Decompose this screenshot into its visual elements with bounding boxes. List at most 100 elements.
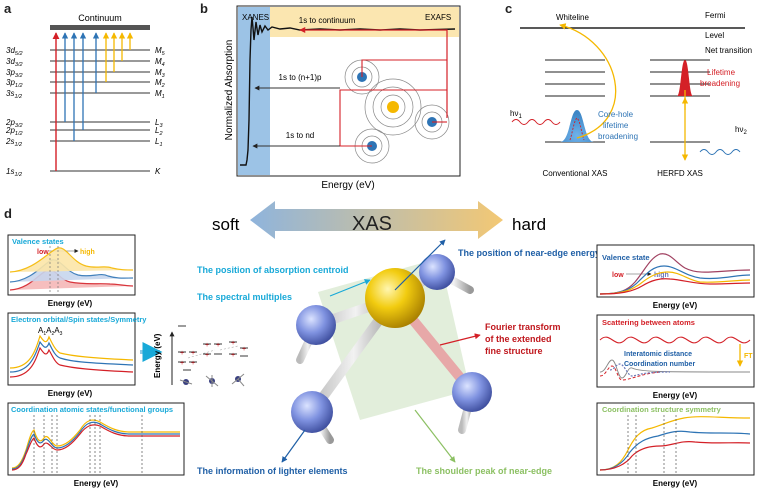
level-label-right: M2 xyxy=(155,78,165,89)
energy-axis-label: Energy (eV) xyxy=(48,299,93,308)
valence-r-curve-2 xyxy=(599,265,751,295)
hard-label: hard xyxy=(512,215,546,234)
scattering-plot xyxy=(596,314,755,388)
continuum-label: Continuum xyxy=(78,13,122,23)
xas-arrow xyxy=(250,201,503,239)
scatter-path xyxy=(339,89,447,147)
svg-text:+: + xyxy=(205,352,209,359)
panel-c: c Whiteline Fermi Level Net transition h… xyxy=(505,1,752,178)
conventional-label: Conventional XAS xyxy=(543,169,608,178)
centroid-label: The position of absorption centroid xyxy=(197,265,349,275)
a-labels: A1A2A3 xyxy=(38,326,63,337)
level-label-left: 2p1/2 xyxy=(5,126,23,137)
energy-axis-label: Energy (eV) xyxy=(74,479,119,488)
hv2-label: hν2 xyxy=(735,125,747,136)
panel-d-label: d xyxy=(4,206,12,221)
ft-curve-blue xyxy=(609,363,671,377)
corehole-line1: Core-hole xyxy=(598,110,634,119)
herfd-label: HERFD XAS xyxy=(657,169,703,178)
svg-text:+: + xyxy=(180,360,184,367)
scatter-path xyxy=(361,59,447,77)
orbital-curve-red xyxy=(9,346,134,378)
continuum-band xyxy=(50,25,150,30)
interatomic-label: Interatomic distance xyxy=(624,351,692,358)
low-label: low xyxy=(37,249,49,256)
panel-b-label: b xyxy=(200,1,208,16)
valence-r-curve-3 xyxy=(599,271,751,295)
orbital-levels xyxy=(178,325,248,371)
level-label-left: 3p1/2 xyxy=(6,78,23,89)
near-edge-label: The position of near-edge energy xyxy=(458,248,600,258)
svg-text:+: + xyxy=(180,350,184,357)
level-label-right: M3 xyxy=(155,68,166,79)
lifetime-line1: Lifetime xyxy=(707,68,736,77)
sym-curve-yellow xyxy=(599,416,751,471)
shoulder-peak-label: The shoulder peak of near-edge xyxy=(416,466,552,476)
level-label-right: L2 xyxy=(155,126,163,137)
ft-curve xyxy=(599,359,751,379)
svg-text:+: + xyxy=(231,352,235,359)
molecule xyxy=(291,254,492,444)
level-label-left: 3s1/2 xyxy=(6,89,22,100)
coord-curve-yellow xyxy=(11,419,180,469)
energy-axis-label: Energy (eV) xyxy=(653,301,698,310)
corehole-line3: broadening xyxy=(598,132,638,141)
coord-dashlines xyxy=(33,415,143,473)
valence-r-curve-4 xyxy=(599,278,751,295)
soft-label: soft xyxy=(212,215,240,234)
electron-orbital-title: Electron orbital/Spin states/Symmetry xyxy=(11,315,147,324)
ligand-atom xyxy=(452,372,492,412)
coord-symmetry-title: Coordination structure symmetry xyxy=(602,405,722,414)
panel-d: d soft XAS hard Valence states low high … xyxy=(4,201,755,488)
net-transition-label: Net transition xyxy=(705,46,752,55)
corehole-line2: lifetime xyxy=(603,121,629,130)
exafs-label: EXAFS xyxy=(425,13,451,22)
svg-text:+: + xyxy=(205,342,209,349)
level-label-right: K xyxy=(155,167,161,176)
svg-text:+: + xyxy=(216,342,220,349)
nd-transition-label: 1s to nd xyxy=(286,131,314,140)
energy-axis-label: Energy (eV) xyxy=(48,389,93,398)
b-xlabel: Energy (eV) xyxy=(321,180,374,191)
multiples-label: The spectral multiples xyxy=(197,292,292,302)
level-label-left: 1s1/2 xyxy=(6,167,22,178)
valence-r-curve-1 xyxy=(599,253,751,295)
panel-c-label: c xyxy=(505,1,512,16)
panel-b: b XANES EXAFS Normalized Absorption Ener… xyxy=(200,1,461,191)
low-r-label: low xyxy=(612,272,624,279)
shoulder-plane xyxy=(318,258,470,420)
np-transition-label: 1s to (n+1)p xyxy=(279,73,322,82)
level-label-left: 2p3/2 xyxy=(5,118,23,129)
scattering-wave xyxy=(599,336,751,344)
lifetime-line2: broadening xyxy=(700,79,740,88)
b-ylabel: Normalized Absorption xyxy=(224,40,235,141)
energy-axis-label: Energy (eV) xyxy=(653,479,698,488)
molecule-icons xyxy=(179,373,245,387)
hv2-photon xyxy=(699,149,741,155)
coord-symmetry-plot xyxy=(596,402,755,476)
level-label-right: L1 xyxy=(155,137,163,148)
whiteline-label: Whiteline xyxy=(556,13,589,22)
svg-text:+: + xyxy=(191,360,195,367)
whiteline-arrow xyxy=(559,23,617,139)
fourier-line1: Fourier transform xyxy=(485,322,561,332)
valence-states-title: Valence states xyxy=(12,237,64,246)
level-label-right: M5 xyxy=(155,46,166,57)
svg-text:+: + xyxy=(242,346,246,353)
valence-curve-high xyxy=(9,247,134,273)
level-label-right: M4 xyxy=(155,57,165,68)
level-label-left: 3p3/2 xyxy=(6,68,23,79)
energy-ev-vertical: Energy (eV) xyxy=(153,333,162,378)
xas-title: XAS xyxy=(352,213,392,235)
ligand-atom xyxy=(296,305,336,345)
hv1-photon xyxy=(511,119,561,125)
coord-curve-red xyxy=(11,424,180,471)
fourier-line3: fine structure xyxy=(485,346,543,356)
orbital-curve-blue xyxy=(9,340,134,373)
spin-marks: ++++ +++ +++ xyxy=(180,340,246,367)
orbital-curve-yellow xyxy=(9,334,134,369)
high-r-label: high xyxy=(654,272,669,279)
coord-number-label: Coordination number xyxy=(624,361,695,368)
